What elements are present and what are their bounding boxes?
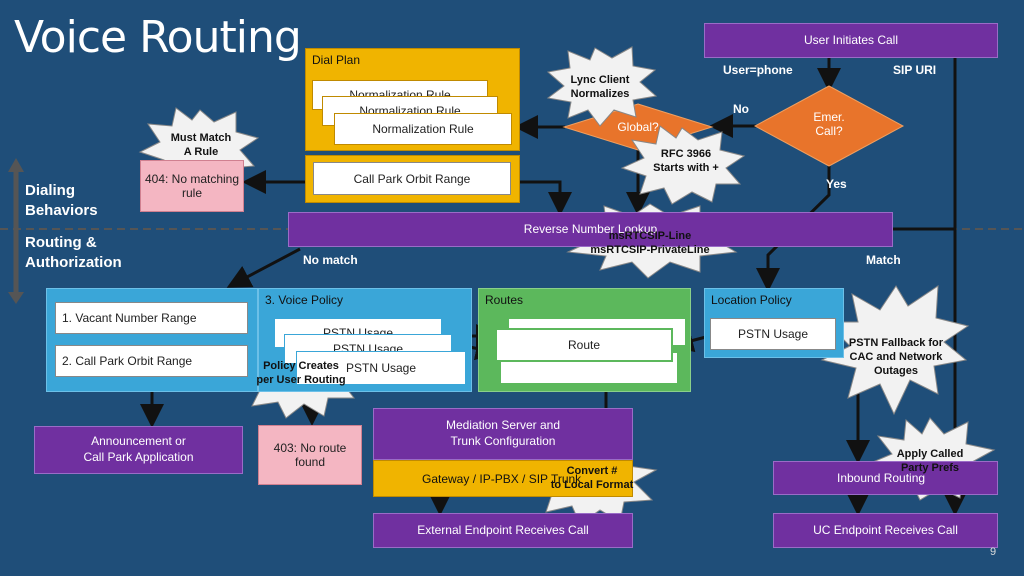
emer-call-label: Emer. Call?: [813, 110, 845, 138]
dial-plan-title: Dial Plan: [312, 53, 361, 67]
announcement-box: Announcement or Call Park Application: [34, 426, 243, 474]
gateway-box: Gateway / IP-PBX / SIP Trunk: [373, 460, 633, 497]
callout-policy-creates-text: Policy Creates per User Routing: [256, 360, 346, 386]
dialing-behaviors-label: Dialing Behaviors: [25, 182, 98, 219]
global-label: Global?: [617, 120, 659, 134]
voice-policy-title: 3. Voice Policy: [265, 293, 344, 307]
callout-lync-text: Lync Client Normalizes: [570, 74, 630, 100]
route-front: Route: [495, 328, 673, 362]
callout-apply-called-text: Apply Called Party Prefs: [896, 448, 964, 474]
inbound-routing-box: Inbound Routing: [773, 461, 998, 495]
emer-call-diamond: [753, 85, 905, 167]
page-number: 9: [990, 546, 997, 558]
routes-title: Routes: [485, 293, 524, 307]
routing-authorization-label: Routing & Authorization: [25, 234, 122, 271]
callout-rfc-text: RFC 3966 Starts with +: [653, 148, 719, 174]
call-park-orbit-range-item: 2. Call Park Orbit Range: [55, 345, 248, 377]
callout-rfc-starburst: [620, 125, 746, 205]
page-title: Voice Routing: [14, 12, 302, 63]
callout-msrtcsip-text: msRTCSIP-Line msRTCSIP-PrivateLine: [590, 230, 710, 256]
call-park-orbit-range-dialplan: Call Park Orbit Range: [313, 162, 511, 195]
yes-label: Yes: [826, 177, 847, 191]
no-match-label: No match: [303, 253, 358, 267]
external-endpoint-box: External Endpoint Receives Call: [373, 513, 633, 548]
sip-uri-label: SIP URI: [893, 63, 937, 77]
mediation-server-box: Mediation Server and Trunk Configuration: [373, 408, 633, 460]
callout-lync-starburst: [546, 46, 658, 127]
callout-pstn-fallback-text: PSTN Fallback for CAC and Network Outage…: [848, 337, 944, 377]
location-pstn-usage: PSTN Usage: [710, 318, 836, 350]
user-phone-label: User=phone: [723, 63, 793, 77]
no-label: No: [733, 102, 749, 116]
user-initiates-call-box: User Initiates Call: [704, 23, 998, 58]
pstn-usage-front: PSTN Usage: [296, 351, 466, 385]
normalization-rule-front: Normalization Rule: [334, 113, 512, 145]
reverse-number-lookup-box: Reverse Number Lookup: [288, 212, 893, 247]
vacant-number-range-item: 1. Vacant Number Range: [55, 302, 248, 334]
callout-must-match-text: Must Match A Rule: [170, 132, 232, 158]
no-matching-rule-box: 404: No matching rule: [140, 160, 244, 212]
uc-endpoint-box: UC Endpoint Receives Call: [773, 513, 998, 548]
callout-convert-text: Convert # to Local Format: [550, 465, 634, 491]
location-policy-title: Location Policy: [711, 293, 792, 307]
match-label: Match: [866, 253, 901, 267]
no-route-found-box: 403: No route found: [258, 425, 362, 485]
callout-pstn-fallback-starburst: [820, 285, 970, 416]
